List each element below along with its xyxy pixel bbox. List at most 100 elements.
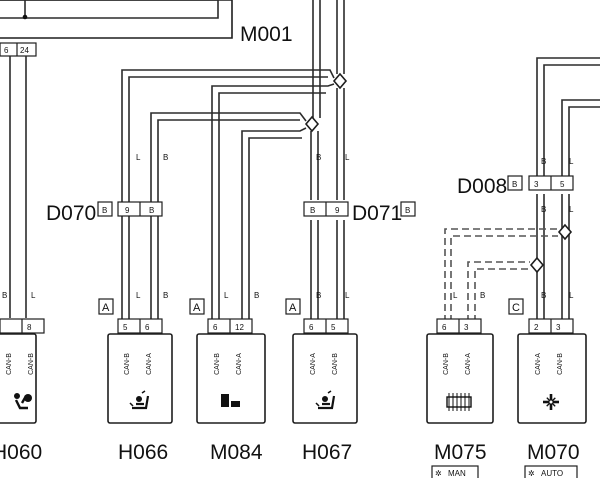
wire-label: B [541,291,546,300]
pin-number: 6 [442,323,447,332]
wire-label: L [569,205,574,214]
d008-box-letter: B [512,180,517,189]
climate-heater-icon [446,393,472,411]
signal-label: CAN-A [535,353,542,375]
module-body [0,333,37,424]
signal-label: CAN-B [443,353,450,375]
group-letter: A [289,302,297,314]
d070-pin: 9 [125,206,130,215]
pin-number: 6 [145,323,150,332]
pin-number: 3 [464,323,469,332]
pin-number: 5 [331,323,336,332]
wire-label: B [2,291,7,300]
module-body [426,333,494,424]
pin-number: 3 [556,323,561,332]
signal-label: CAN-B [124,353,131,375]
d070-box-letter: B [102,206,107,215]
d008-pin: 3 [534,180,539,189]
d071-pin: B [310,206,315,215]
wire-label: L [345,153,350,162]
d071-connector: B 9 D071 B [303,201,416,225]
module-label: M075 [434,441,487,464]
fan-icon [543,394,559,410]
signal-label: CAN-B [6,353,13,375]
signal-label: CAN-A [310,353,317,375]
d071-box-letter: B [405,206,410,215]
module-label: H066 [118,441,168,464]
airbag-person-icon [14,393,32,410]
left-bus-wires: B L [2,56,36,318]
wire-label: L [136,153,141,162]
seat-motor-icon [129,390,150,410]
group-letter: A [193,302,201,314]
m001-connector: 6 24 M001 [0,0,293,57]
pin-number: 2 [534,323,539,332]
wire-label: B [541,157,546,166]
badge-box [524,465,578,478]
parking-assist-icon [221,394,240,407]
wire-label: B [254,291,259,300]
m001-pin-6: 6 [4,46,9,55]
module-label: H067 [302,441,352,464]
group-letter: C [512,302,520,314]
wire-label: L [345,291,350,300]
m001-label: M001 [240,23,293,46]
pin-number: 6 [309,323,314,332]
m001-pin-24: 24 [20,46,29,55]
wire-label: B [163,291,168,300]
module-label: M084 [210,441,263,464]
wire-label: B [316,153,321,162]
d070-connector: D070 B 9 B [46,201,163,225]
group-box [285,298,301,315]
pin-number: 12 [235,323,244,332]
pin-number: 8 [27,323,32,332]
group-box [98,298,114,315]
badge-text: MAN [448,469,466,478]
seat-motor-icon [315,390,336,410]
pin-number: 6 [213,323,218,332]
group-box [508,298,524,315]
wire-label: B [541,205,546,214]
module-body [517,333,587,424]
module-label: M070 [527,441,580,464]
wire-label: L [569,157,574,166]
signal-label: CAN-A [465,353,472,375]
group-letter: A [102,302,110,314]
wire-label: B [480,291,485,300]
d008-connector: D008 B 3 5 [457,175,574,198]
signal-label: CAN-B [557,353,564,375]
d071-pin: 9 [335,206,340,215]
module-body [196,333,266,424]
wire-label: L [31,291,36,300]
right-bus-wires: B L B L L B B L [444,57,600,322]
wire-label: B [316,291,321,300]
fan-badge-icon: ✲ [435,469,442,478]
fan-badge-icon: ✲ [528,469,535,478]
module-body [107,333,173,424]
badge-text: AUTO [541,469,563,478]
pin-number: 5 [123,323,128,332]
d008-label: D008 [457,175,507,198]
module-label: H060 [0,441,42,464]
d070-label: D070 [46,202,96,225]
wire-label: L [136,291,141,300]
module-body [292,333,358,424]
signal-label: CAN-B [28,353,35,375]
signal-label: CAN-B [214,353,221,375]
wire-label: B [163,153,168,162]
signal-label: CAN-A [236,353,243,375]
wire-label: L [453,291,458,300]
d071-label: D071 [352,202,402,225]
group-box [189,298,205,315]
wire-label: L [224,291,229,300]
central-bus-wires: L B L B L B B L B L [121,0,350,322]
wire-label: L [569,291,574,300]
badge-box [431,465,479,478]
